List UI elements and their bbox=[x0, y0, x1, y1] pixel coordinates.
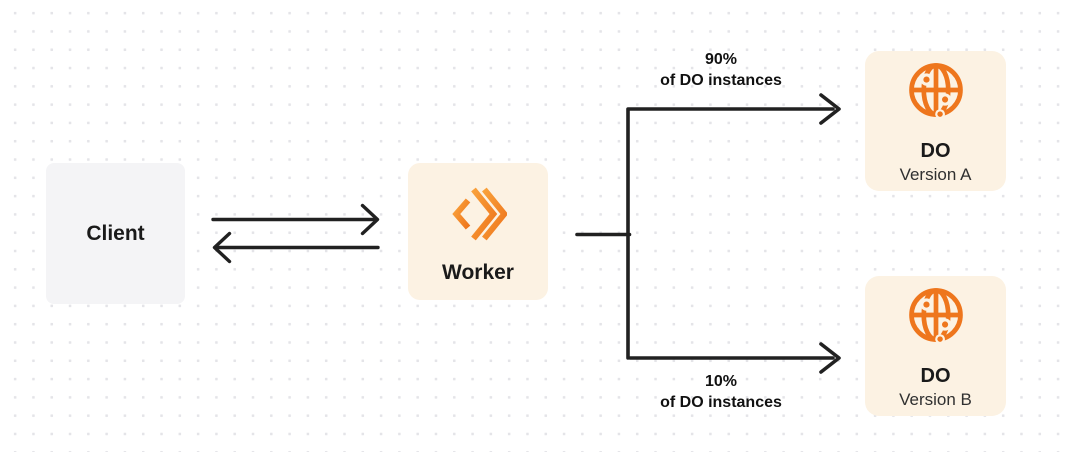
split-caption-bottom: of DO instances bbox=[660, 394, 782, 411]
arrow-client-to-worker-head bbox=[360, 203, 380, 236]
arrow-worker-to-client-head bbox=[212, 231, 232, 264]
do-b-name: DO bbox=[920, 365, 951, 387]
split-percent-top: 90% bbox=[704, 51, 738, 68]
split-label-10: 10% of DO instances bbox=[611, 371, 831, 413]
do-a-version: Version A bbox=[899, 165, 972, 184]
split-caption-top: of DO instances bbox=[660, 72, 782, 89]
durable-objects-globe-icon bbox=[908, 288, 963, 344]
durable-objects-globe-icon bbox=[908, 63, 963, 119]
cloudflare-workers-icon bbox=[452, 187, 507, 241]
worker-label: Worker bbox=[442, 261, 514, 284]
branch-top-arrowhead bbox=[819, 93, 841, 125]
do-version-b-node: DO Version B bbox=[865, 276, 1006, 416]
branch-bottom-arrowhead bbox=[819, 342, 841, 374]
split-percent-bottom: 10% bbox=[704, 373, 738, 390]
do-version-a-node: DO Version A bbox=[865, 51, 1006, 191]
split-label-90: 90% of DO instances bbox=[611, 49, 831, 91]
do-a-name: DO bbox=[920, 140, 951, 162]
worker-node: Worker bbox=[408, 163, 548, 300]
client-label: Client bbox=[86, 221, 145, 245]
do-b-version: Version B bbox=[899, 390, 972, 409]
client-node: Client bbox=[46, 163, 185, 304]
branch-top-line bbox=[626, 107, 835, 360]
